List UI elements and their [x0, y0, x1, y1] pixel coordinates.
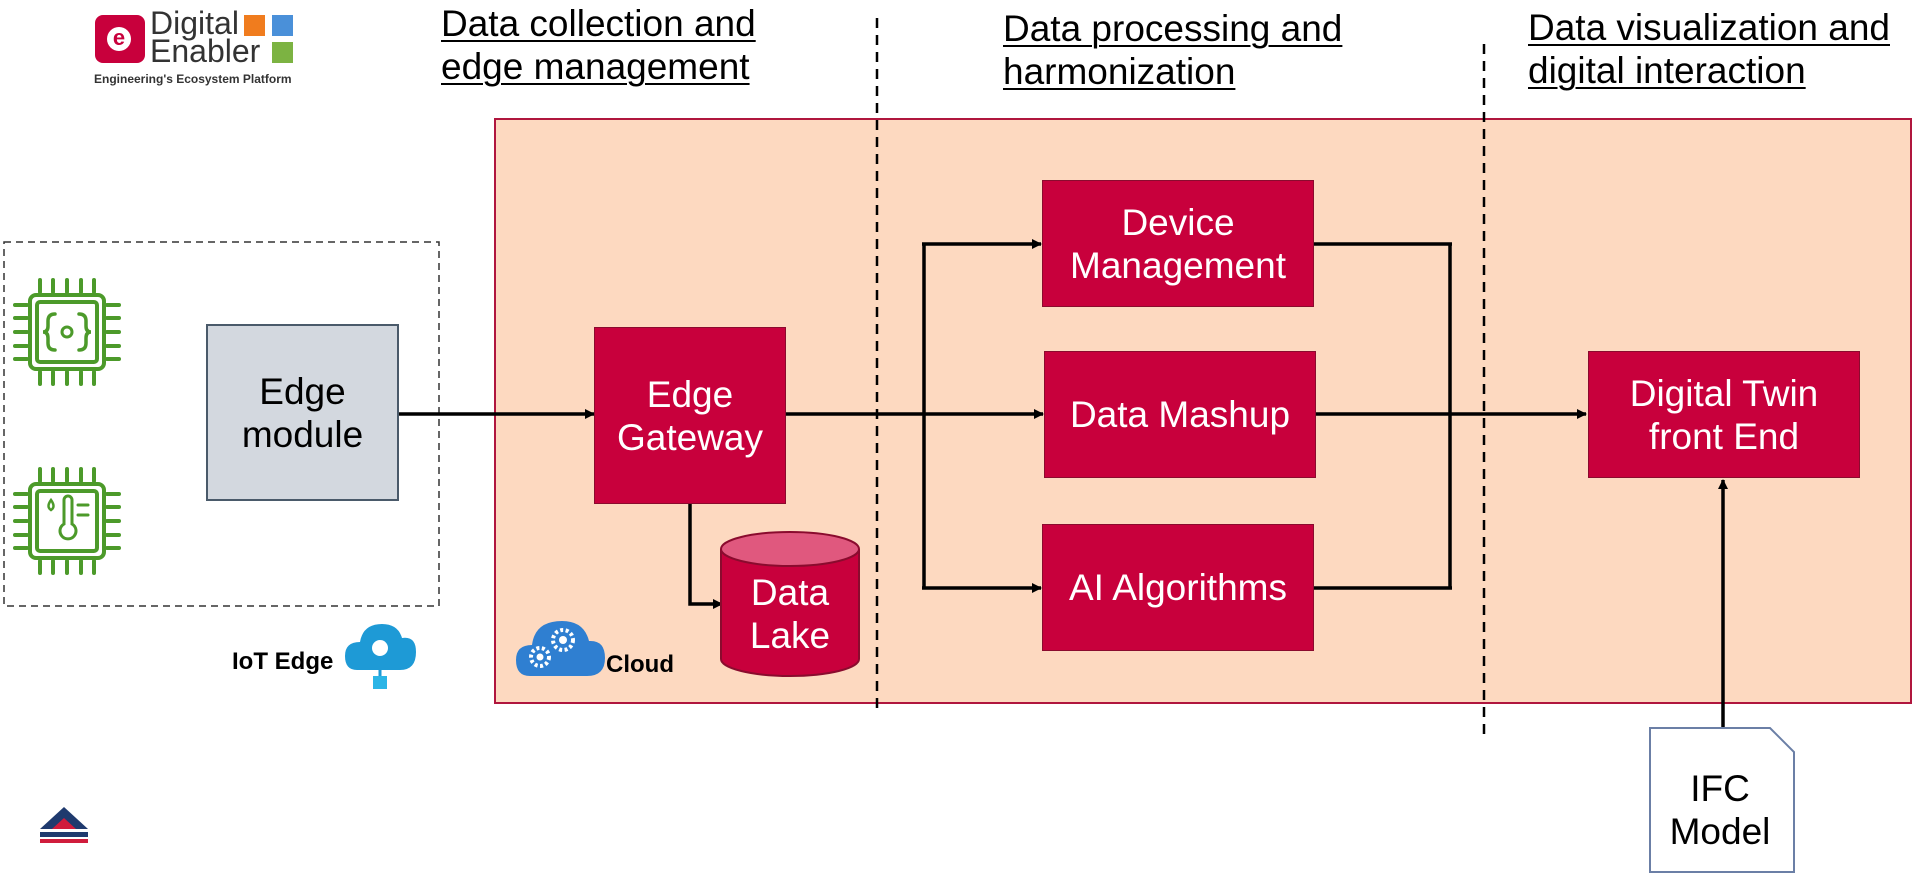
arrow-gateway-to-data-lake [688, 503, 723, 609]
ai-algorithms-label: AI Algorithms [1069, 567, 1287, 608]
cloud-gears-icon [516, 621, 605, 676]
ai-algorithms-box: AI Algorithms [1042, 524, 1314, 651]
ifc-model-label: IFC Model [1669, 768, 1771, 852]
data-lake-label: Data Lake [749, 572, 831, 656]
cloud-label: Cloud [606, 651, 674, 678]
digital-twin-box: Digital Twin front End [1588, 351, 1860, 478]
section-title-collection: Data collection and edge management [441, 3, 756, 87]
logo-tagline: Engineering's Ecosystem Platform [94, 72, 292, 86]
device-management-box: Device Management [1042, 180, 1314, 307]
edge-gateway-box: Edge Gateway [594, 327, 786, 504]
logo-badge-letter: e [112, 25, 126, 50]
bottom-left-logo-icon [40, 807, 88, 843]
data-mashup-box: Data Mashup [1044, 351, 1316, 478]
logo-line-1: Digital [150, 5, 239, 41]
edge-module-label: Edge module [241, 370, 364, 455]
digital-enabler-logo-mark [95, 15, 293, 63]
chip-code-icon [13, 278, 121, 386]
connectors [398, 239, 1728, 728]
iot-edge-label: IoT Edge [232, 648, 334, 675]
chip-thermometer-icon [13, 467, 121, 575]
iot-edge-region [3, 241, 440, 607]
edge-gateway-label: Edge Gateway [616, 373, 763, 458]
data-lake-cylinder [720, 531, 860, 677]
logo-line-2: Enabler [150, 33, 261, 69]
data-mashup-label: Data Mashup [1069, 394, 1291, 435]
digital-twin-label: Digital Twin front End [1629, 372, 1819, 457]
device-management-label: Device Management [1070, 201, 1286, 286]
section-title-processing: Data processing and harmonization [1003, 8, 1343, 92]
iot-edge-cloud-icon [345, 624, 416, 689]
section-title-visualization: Data visualization and digital interacti… [1528, 7, 1890, 91]
ifc-model-document [1649, 727, 1795, 873]
edge-module-box: Edge module [206, 324, 399, 501]
